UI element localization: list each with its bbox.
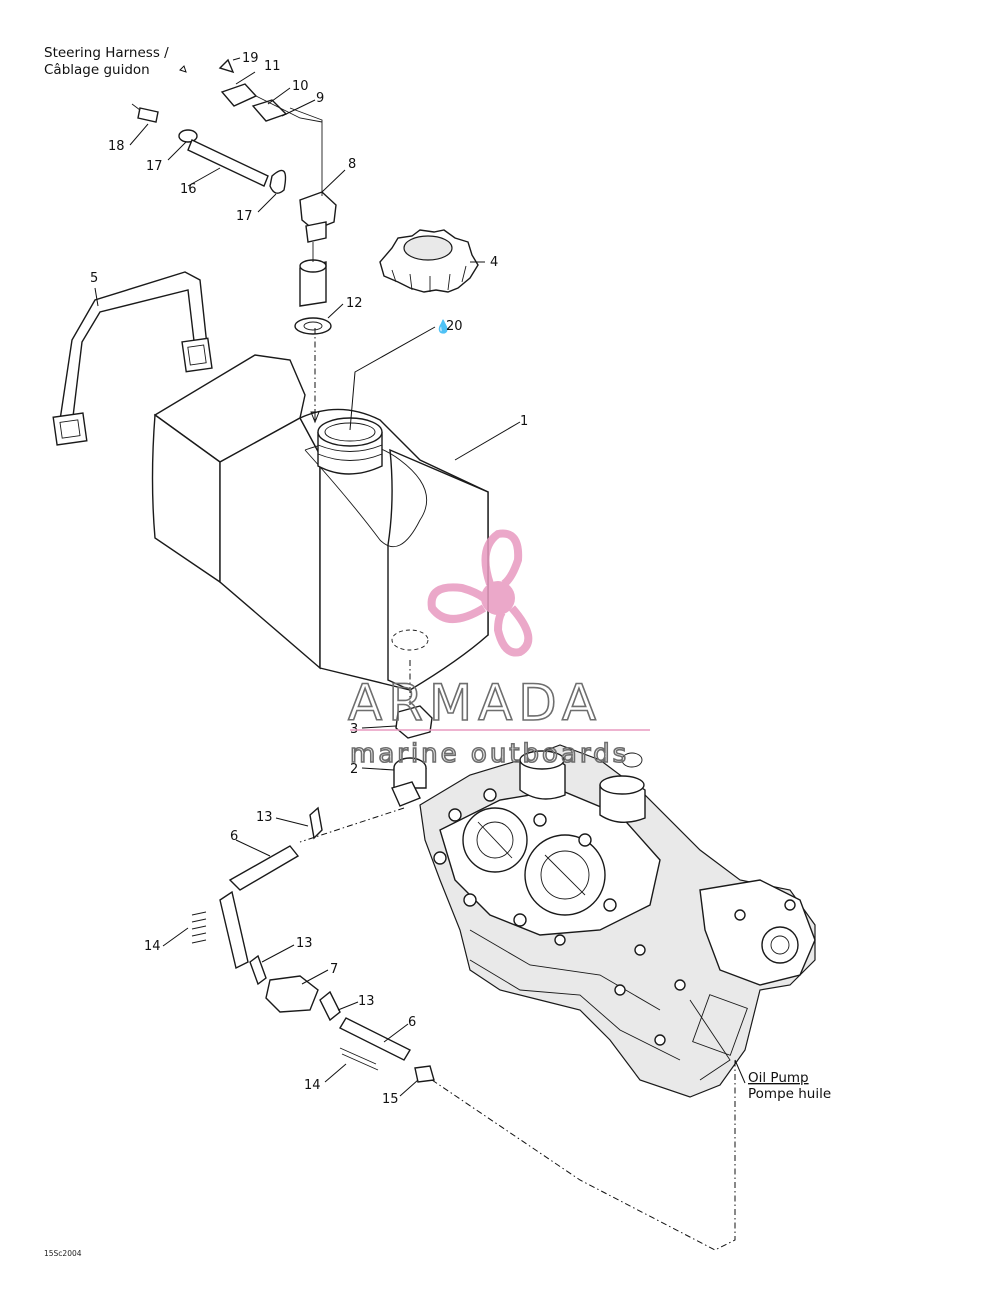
callout-13c: 13 <box>358 994 375 1009</box>
propeller-logo-icon <box>427 529 533 657</box>
oil-pump-label: Oil Pump <box>748 1070 809 1086</box>
callout-9: 9 <box>316 91 324 106</box>
lower-oil-lines <box>191 806 435 1083</box>
level-sensor <box>289 107 337 335</box>
oil-drop-icon: 💧 <box>435 319 451 335</box>
callout-12: 12 <box>346 296 363 311</box>
annotation-texts: Steering Harness / Câblage guidon Oil Pu… <box>44 45 831 1258</box>
callout-17b: 17 <box>236 209 253 224</box>
vent-hose <box>131 103 287 194</box>
callout-20: 20 <box>446 319 463 334</box>
callout-16: 16 <box>180 182 197 197</box>
callout-14b: 14 <box>304 1078 321 1093</box>
steering-harness-label-fr: Câblage guidon <box>44 62 150 78</box>
callout-labels: 19 11 10 9 18 17 16 17 8 4 5 12 💧 20 1 3… <box>90 51 528 1107</box>
drawing-code: 15Sc2004 <box>44 1249 82 1258</box>
callout-1: 1 <box>520 414 528 429</box>
callout-18: 18 <box>108 139 125 154</box>
oil-cap <box>379 229 479 293</box>
routing-lines <box>179 65 736 1251</box>
callout-2: 2 <box>350 762 358 777</box>
tank-strap-handle <box>52 271 213 446</box>
callout-19: 19 <box>242 51 259 66</box>
leader-lines <box>94 57 746 1097</box>
watermark-tagline: marine outboards <box>350 739 629 769</box>
callout-11: 11 <box>264 59 281 74</box>
callout-6a: 6 <box>230 829 238 844</box>
callout-13b: 13 <box>296 936 313 951</box>
engine-drawing <box>419 744 816 1098</box>
callout-14a: 14 <box>144 939 161 954</box>
callout-17a: 17 <box>146 159 163 174</box>
oil-tank <box>151 354 489 691</box>
callout-5: 5 <box>90 271 98 286</box>
outlet-fittings <box>391 705 433 807</box>
callout-15: 15 <box>382 1092 399 1107</box>
watermark-brand: ARMADA <box>348 674 602 732</box>
oil-pump-label-fr: Pompe huile <box>748 1086 831 1102</box>
callout-13a: 13 <box>256 810 273 825</box>
callout-10: 10 <box>292 79 309 94</box>
wire-connectors <box>218 58 323 123</box>
watermark: ARMADA marine outboards <box>347 529 650 770</box>
steering-harness-label: Steering Harness / <box>44 45 169 61</box>
callout-6b: 6 <box>408 1015 416 1030</box>
callout-4: 4 <box>490 255 498 270</box>
callout-7: 7 <box>330 962 338 977</box>
callout-8: 8 <box>348 157 356 172</box>
